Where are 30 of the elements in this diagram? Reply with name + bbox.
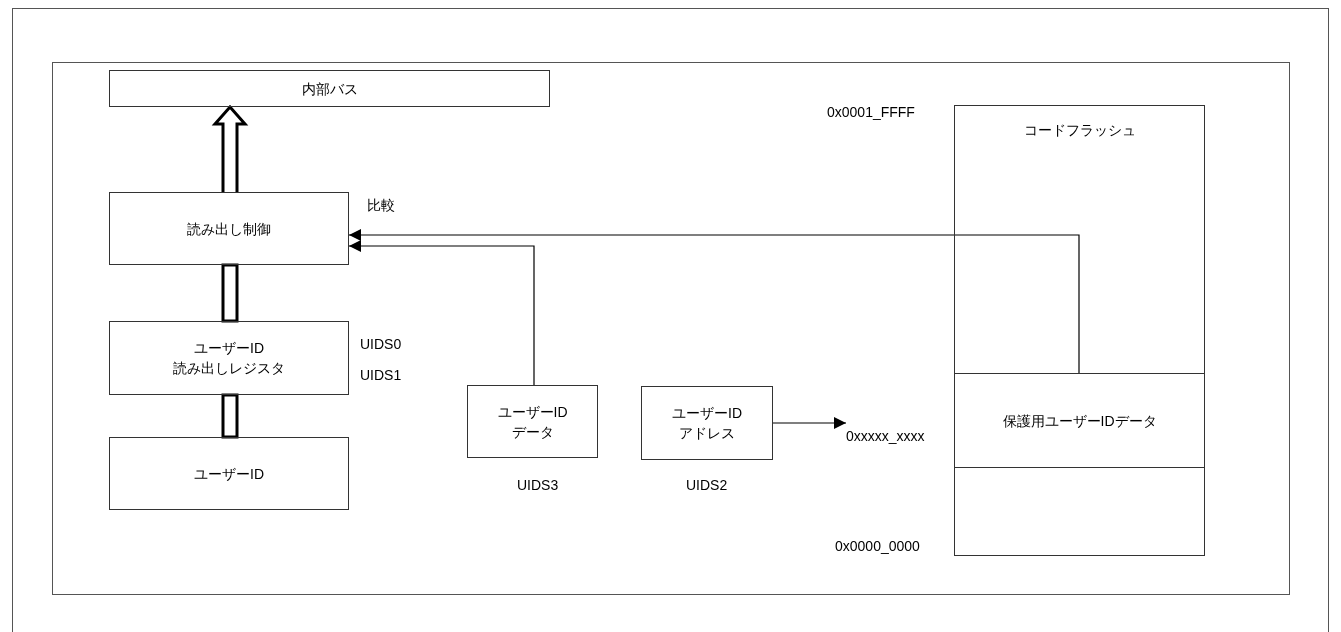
hollow-arrow (211, 104, 249, 194)
register-name: UIDS0 (360, 335, 402, 353)
box-label: 内部バス (301, 79, 358, 99)
process-box (467, 385, 598, 458)
box-label: ユーザーID 読み出しレジスタ (172, 339, 286, 378)
process-box (641, 386, 773, 460)
process-box (109, 70, 550, 107)
box-label: 保護用ユーザーIDデータ (1002, 411, 1157, 431)
box-label: ユーザーID アドレス (671, 404, 743, 443)
address-label: 0x0000_0000 (835, 537, 920, 555)
arrow (348, 229, 1080, 374)
arrow (772, 417, 847, 429)
memory-block (954, 105, 1205, 556)
register-name: UIDS3 (517, 476, 559, 494)
process-box (109, 321, 349, 395)
double-line-connector (221, 393, 239, 439)
box-label: コードフラッシュ (1023, 121, 1136, 140)
register-name: UIDS1 (360, 366, 402, 384)
address-label: 0x0001_FFFF (827, 103, 915, 121)
process-box (109, 437, 349, 510)
process-box (109, 192, 349, 265)
box-label: ユーザーID データ (496, 402, 569, 442)
process-box (954, 373, 1205, 468)
annotation-text: 比較 (367, 196, 395, 214)
box-label: ユーザーID (194, 464, 264, 484)
register-name: UIDS2 (686, 476, 728, 494)
double-line-connector (221, 263, 239, 323)
address-label: 0xxxxx_xxxx (846, 427, 925, 446)
arrow (348, 240, 535, 386)
box-label: 読み出し制御 (187, 219, 271, 239)
